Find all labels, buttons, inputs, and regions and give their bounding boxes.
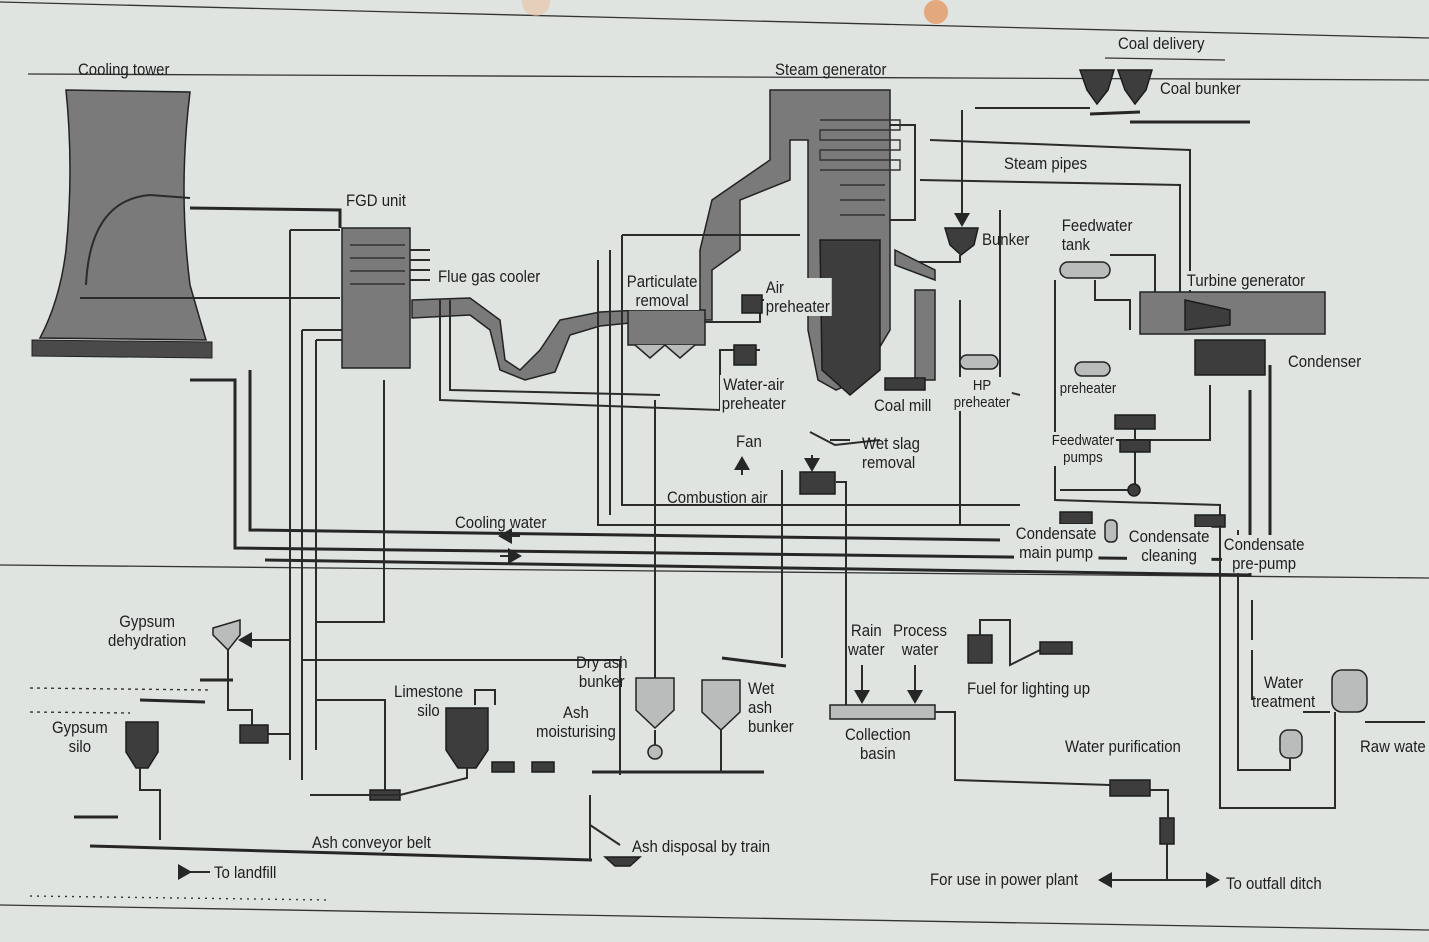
label-to-outfall-ditch: To outfall ditch	[1226, 874, 1322, 893]
steam-generator-shape	[699, 89, 916, 396]
label-limestone-silo: Limestone silo	[394, 682, 464, 720]
label-collection-basin: Collection basin	[845, 725, 911, 763]
label-rain-water: Rain water	[848, 621, 885, 659]
page-marks	[29, 687, 331, 901]
label-flue-gas-cooler: Flue gas cooler	[438, 267, 541, 286]
label-gypsum-silo: Gypsum silo	[52, 718, 108, 756]
label-coal-delivery: Coal delivery	[1118, 34, 1205, 53]
label-air-preheater: Air preheater	[764, 278, 832, 316]
label-condensate-main-pump: Condensate main pump	[1014, 524, 1099, 562]
label-fuel-for-lighting-up: Fuel for lighting up	[967, 679, 1091, 698]
main-piping	[190, 139, 1272, 780]
label-condenser: Condenser	[1288, 352, 1362, 371]
label-combustion-air: Combustion air	[667, 488, 768, 507]
coal-bunker-shape	[962, 69, 1250, 225]
label-bunker: Bunker	[982, 230, 1030, 249]
label-ash-conveyor-belt: Ash conveyor belt	[312, 833, 431, 852]
label-wet-ash-bunker: Wet ash bunker	[748, 679, 794, 736]
label-hp-preheater: HP preheater	[952, 377, 1013, 411]
label-water-air-preheater: Water-air preheater	[720, 375, 788, 413]
hole-punch	[924, 0, 948, 24]
label-cooling-tower: Cooling tower	[78, 60, 170, 79]
fgd-unit-shape	[189, 206, 430, 369]
label-raw-water: Raw wate	[1360, 737, 1426, 756]
label-coal-mill: Coal mill	[874, 396, 932, 415]
label-feedwater-tank: Feedwater tank	[1060, 216, 1135, 254]
label-water-purification: Water purification	[1065, 737, 1181, 756]
label-steam-pipes: Steam pipes	[1004, 154, 1088, 173]
lower-piping	[139, 380, 1425, 888]
label-ash-moisturising: Ash moisturising	[536, 703, 616, 741]
label-condensate-pre-pump: Condensate pre-pump	[1222, 535, 1307, 573]
bunker-coalmill-shapes	[884, 227, 979, 391]
label-wet-slag-removal: Wet slag removal	[862, 434, 920, 472]
label-dry-ash-bunker: Dry ash bunker	[576, 653, 628, 691]
label-feedwater-pumps: Feedwater pumps	[1050, 432, 1116, 466]
label-to-landfill: To landfill	[214, 863, 277, 882]
label-for-use-in-power-plant: For use in power plant	[930, 870, 1079, 889]
label-ash-disposal-by-train: Ash disposal by train	[632, 837, 771, 856]
label-particulate-removal: Particulate removal	[625, 272, 700, 310]
hole-punch-faint	[522, 0, 550, 16]
label-process-water: Process water	[893, 621, 948, 659]
cooling-tower	[31, 89, 340, 359]
pumps	[733, 294, 1226, 543]
label-fan: Fan	[736, 432, 762, 451]
label-lp-preheater: preheater	[1058, 380, 1119, 397]
label-fgd-unit: FGD unit	[346, 191, 406, 210]
label-water-treatment: Water treatment	[1252, 673, 1316, 711]
label-gypsum-dehydration: Gypsum dehydration	[108, 612, 187, 650]
label-steam-generator: Steam generator	[775, 60, 887, 79]
label-turbine-generator: Turbine generator	[1185, 271, 1307, 290]
label-cooling-water: Cooling water	[455, 513, 547, 532]
label-coal-bunker: Coal bunker	[1160, 79, 1241, 98]
turbine-condenser-shapes	[959, 261, 1326, 377]
label-condensate-cleaning: Condensate cleaning	[1127, 527, 1212, 565]
